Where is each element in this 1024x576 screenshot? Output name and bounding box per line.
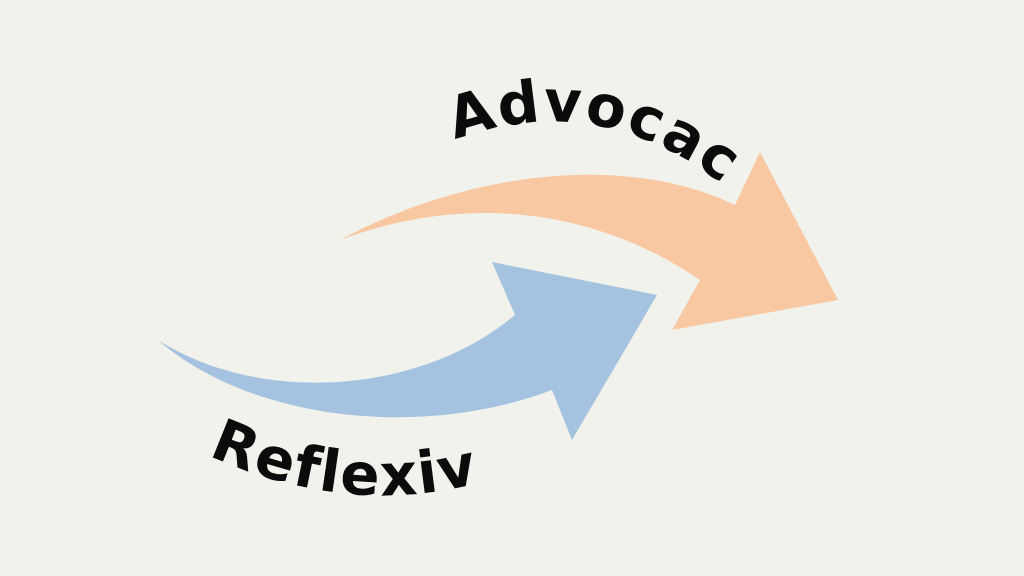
advocacy-label: Advocacy <box>0 0 755 196</box>
advocacy-label-text: Advocacy <box>0 0 753 196</box>
reflexive-label: Reflexive <box>0 0 484 510</box>
reflexive-arrow <box>158 262 657 440</box>
reflexive-label-text: Reflexive <box>0 0 482 510</box>
advocacy-arrow <box>340 152 838 330</box>
